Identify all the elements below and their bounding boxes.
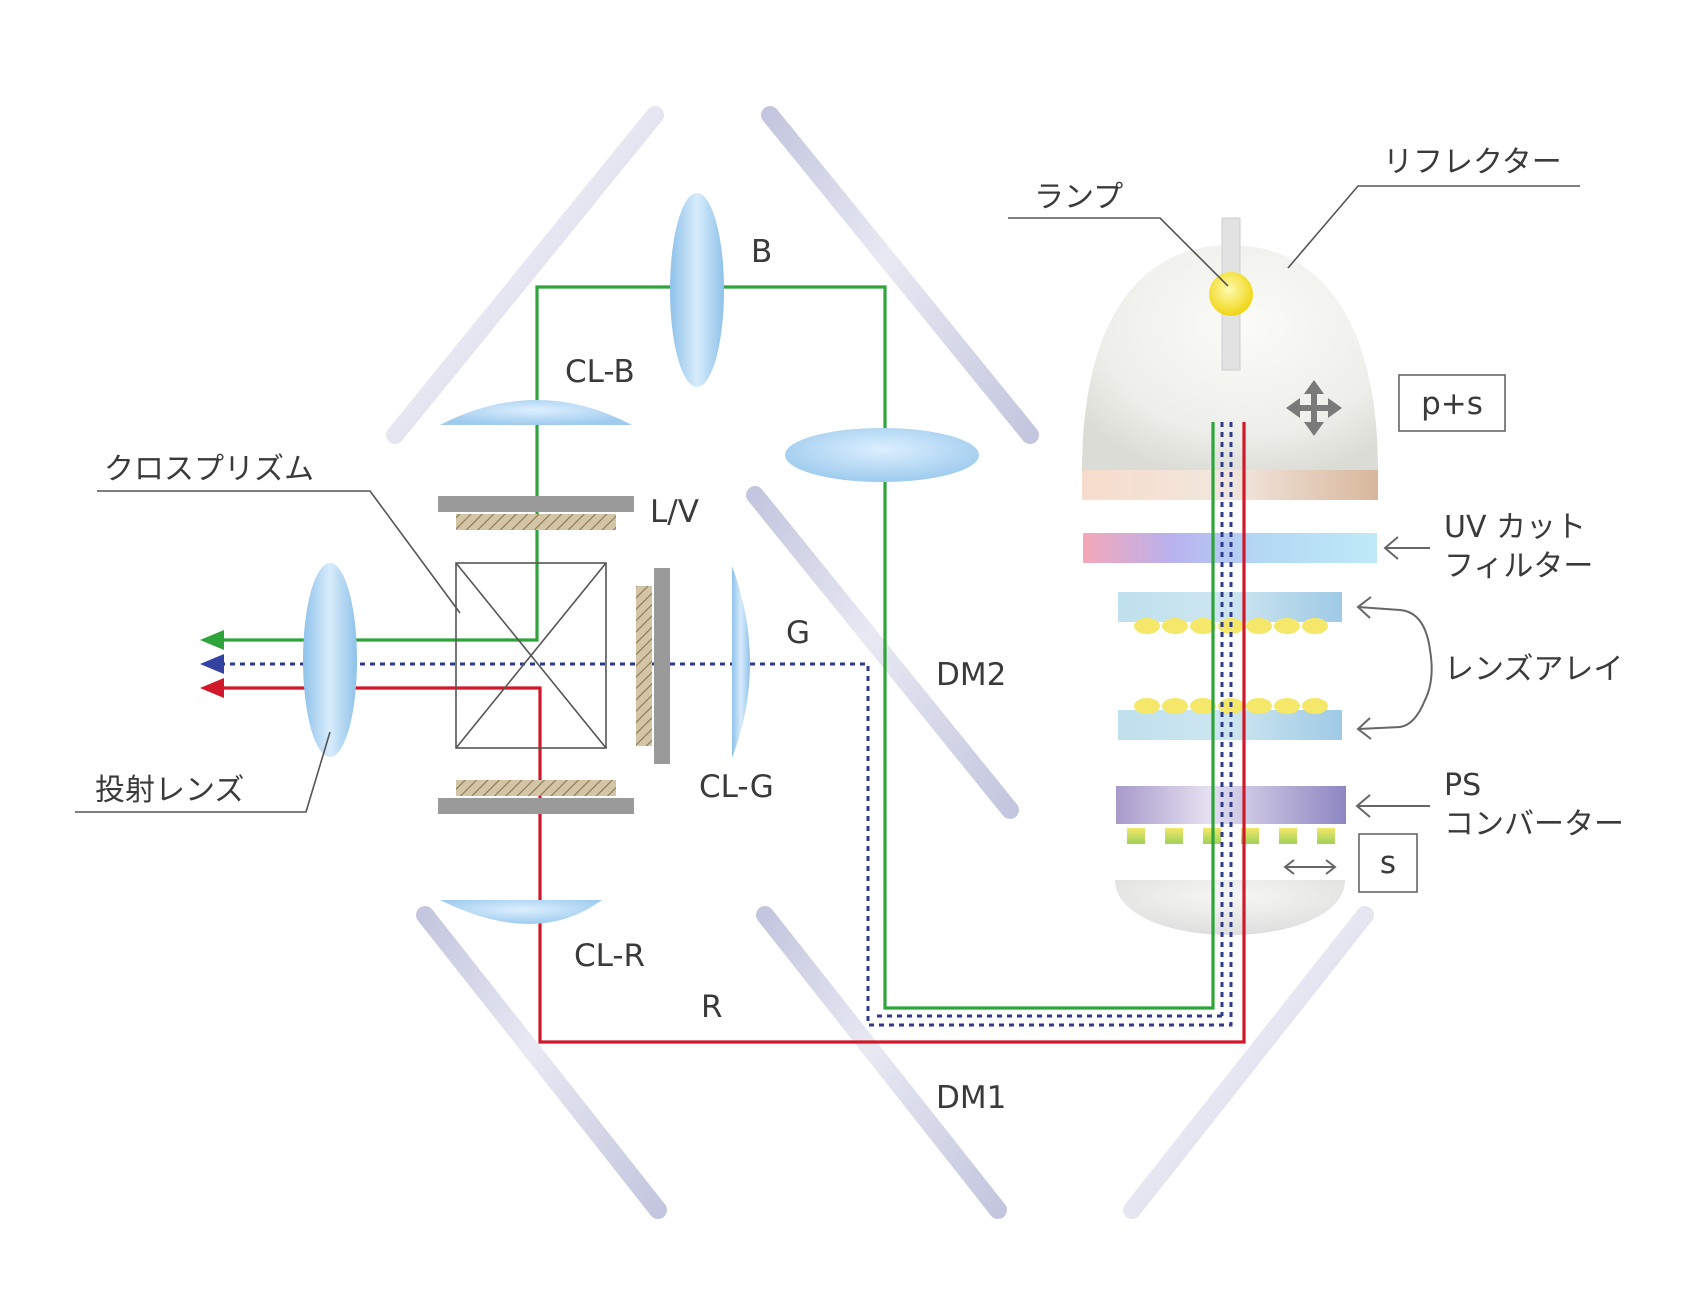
illumination-unit [1082, 217, 1378, 935]
light-paths [200, 285, 1246, 1044]
mirror-top-left [386, 106, 664, 444]
mirror-bottom-right [1123, 906, 1374, 1219]
label-projection-lens: 投射レンズ [95, 773, 244, 808]
blue-path [222, 422, 1233, 1027]
label-lv: L/V [650, 494, 699, 530]
condenser-lens-g [732, 566, 750, 758]
label-cl-g: CL-G [699, 769, 774, 805]
label-g: G [786, 615, 810, 651]
labels: B CL-B L/V G DM2 CL-G CL-R R DM1 クロスプリズム… [95, 145, 1624, 1116]
light-valves [438, 496, 670, 814]
label-dm1: DM1 [936, 1080, 1006, 1116]
label-cl-b: CL-B [565, 354, 635, 390]
condenser-lens-b [440, 400, 632, 425]
lv-bottom-panel [438, 798, 634, 814]
label-lamp: ランプ [1034, 180, 1123, 215]
label-cross-prism: クロスプリズム [104, 452, 314, 487]
green-arrowhead [200, 630, 224, 650]
relay-lens-b [670, 193, 724, 387]
lv-right-panel [654, 568, 670, 764]
mirror-top-right [761, 106, 1039, 444]
label-r: R [701, 989, 723, 1025]
label-s: s [1380, 845, 1396, 881]
label-lens-array: レンズアレイ [1444, 652, 1623, 687]
pointer-arrows [1283, 536, 1433, 875]
leader-lines [75, 185, 1580, 813]
lenses [303, 193, 979, 924]
leader-reflector [1287, 185, 1580, 269]
blue-arrowhead [200, 654, 224, 674]
mirror-dm1 [756, 906, 1007, 1219]
label-dm2: DM2 [936, 657, 1006, 693]
cross-prism [455, 562, 607, 749]
s-box [1358, 833, 1418, 893]
leader-cross-prism [97, 490, 461, 614]
leader-projection-lens [75, 731, 331, 813]
lv-top-panel [438, 496, 634, 512]
relay-lens-right [785, 428, 979, 482]
red-arrowhead [200, 678, 224, 698]
condenser-lens-r [440, 900, 602, 924]
lens-array-upper-lenslets [1134, 618, 1328, 634]
projection-lens [303, 563, 357, 757]
mirror-dm2 [746, 486, 1019, 819]
lv-bottom-hatch [456, 780, 616, 796]
label-p-s: p+s [1421, 386, 1483, 422]
red-path [222, 422, 1246, 1044]
label-ps-2: コンバーター [1444, 807, 1624, 842]
mirrors [386, 106, 1374, 1219]
bottom-reflector [1115, 880, 1345, 935]
label-b: B [751, 234, 772, 270]
p-s-box [1398, 374, 1506, 432]
label-ps-1: PS [1444, 768, 1481, 803]
label-cl-r: CL-R [574, 938, 645, 974]
move-arrows-icon [1286, 380, 1342, 436]
lamp-bulb [1209, 272, 1253, 316]
green-path [222, 285, 1215, 1010]
lv-right-hatch [636, 586, 652, 746]
mirror-bottom-left [416, 906, 667, 1219]
uv-cut-filter [1083, 533, 1377, 563]
label-reflector: リフレクター [1383, 145, 1562, 180]
lv-top-hatch [456, 514, 616, 530]
label-uv-filter-1: UV カット [1444, 510, 1586, 545]
label-uv-filter-2: フィルター [1444, 549, 1593, 584]
leader-lamp [1008, 217, 1229, 287]
